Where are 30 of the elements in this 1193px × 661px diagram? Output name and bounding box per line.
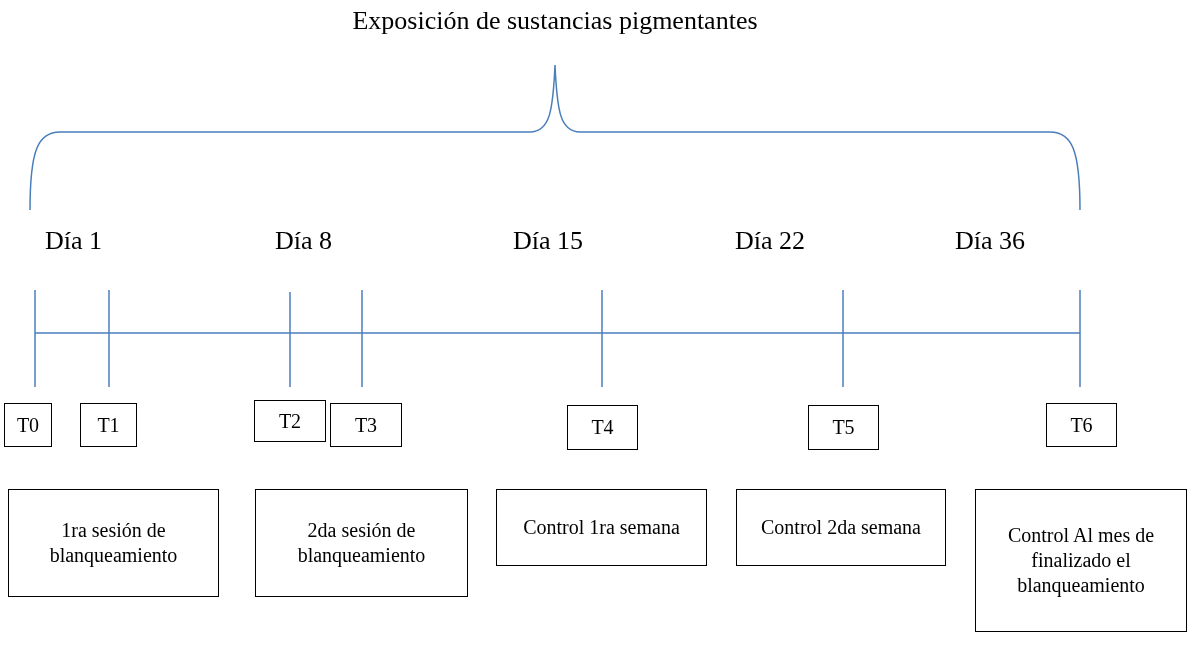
time-point-label: T5 — [831, 415, 856, 440]
day-label: Día 1 — [45, 226, 103, 256]
time-point-label: T4 — [590, 415, 615, 440]
stage-text: 1ra sesión de blanqueamiento — [48, 518, 179, 569]
time-point-box — [254, 400, 326, 442]
stage-box — [8, 489, 219, 597]
time-point-label: T3 — [353, 412, 379, 438]
stage-box — [255, 489, 468, 597]
time-point-box — [567, 405, 638, 450]
stage-box — [496, 489, 707, 566]
time-point-box — [1046, 403, 1117, 447]
time-point-box — [808, 405, 879, 450]
stage-text: 2da sesión de blanqueamiento — [296, 518, 427, 569]
time-point-box — [4, 403, 52, 447]
stage-text: Control Al mes de finalizado el blanqueamiento — [1006, 523, 1156, 599]
stage-text: Control 1ra semana — [522, 515, 681, 540]
time-point-box — [330, 403, 402, 447]
time-point-label: T0 — [15, 412, 41, 438]
time-point-box — [80, 403, 137, 447]
time-point-label: T6 — [1069, 412, 1094, 438]
time-point-label: T1 — [96, 412, 121, 438]
day-label: Día 8 — [275, 226, 333, 256]
stage-box — [975, 489, 1187, 632]
stage-box — [736, 489, 946, 566]
time-point-label: T2 — [277, 408, 303, 434]
title: Exposición de sustancias pigmentantes — [352, 6, 758, 35]
day-label: Día 22 — [735, 226, 806, 256]
stage-text: Control 2da semana — [760, 515, 922, 540]
day-label: Día 36 — [955, 226, 1026, 256]
day-label: Día 15 — [513, 226, 584, 256]
